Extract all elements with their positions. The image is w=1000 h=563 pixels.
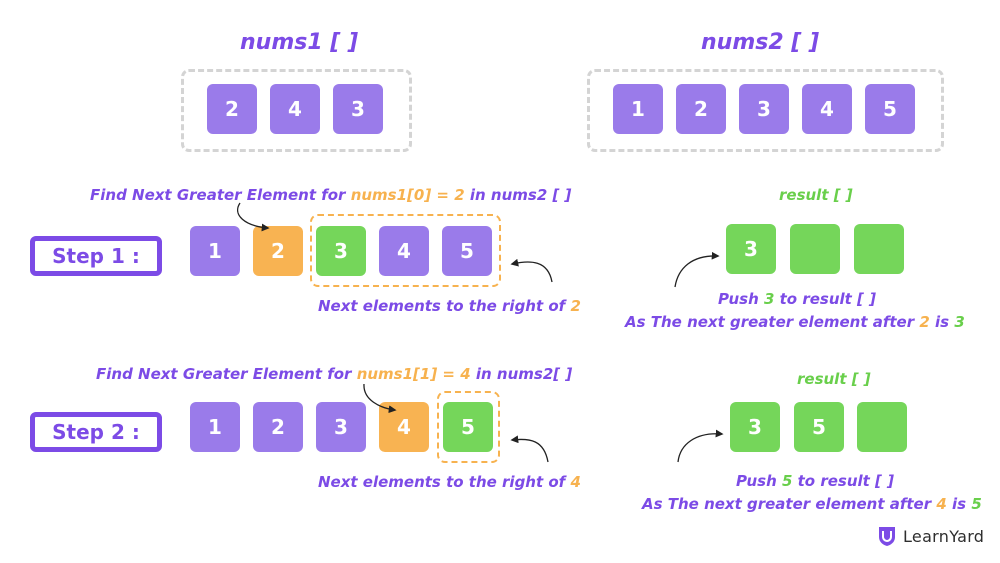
nums1-title: nums1 [ ] [240,30,359,55]
step2-cell: 5 [443,402,493,452]
step1-find-caption: Find Next Greater Element for nums1[0] =… [90,186,572,204]
step1-pointer-arrow [237,202,270,232]
step1-next-caption: Next elements to the right of 2 [318,297,581,315]
step1-result-arrow [674,251,720,288]
learnyard-logo: LearnYard [877,525,984,547]
step2-result-cell: 3 [730,402,780,452]
nums1-cell: 4 [270,84,320,134]
step2-result-arrow [677,429,724,463]
logo-text: LearnYard [903,526,985,546]
step1-push-caption: Push 3 to result [ ] [718,290,876,308]
step2-result-cell: 5 [794,402,844,452]
step2-cell: 1 [190,402,240,452]
step1-right-elements-box [310,214,501,287]
step1-result-title: result [ ] [779,186,853,204]
step1-result-cell [790,224,840,274]
nums1-container [181,69,412,152]
step1-cell: 4 [379,226,429,276]
step2-right-elements-box [437,391,500,463]
step1-cell: 5 [442,226,492,276]
step2-label: Step 2 : [30,412,162,452]
step2-explanation: As The next greater element after 4 is 5 [642,495,982,513]
nums2-cell: 1 [613,84,663,134]
nums2-cell: 2 [676,84,726,134]
step1-result-cell: 3 [726,224,776,274]
step2-result-title: result [ ] [797,370,871,388]
step2-current-cell: 4 [379,402,429,452]
nums1-cell: 2 [207,84,257,134]
step2-cell: 2 [253,402,303,452]
step1-cell: 3 [316,226,366,276]
step2-next-caption: Next elements to the right of 4 [318,473,581,491]
step1-current-cell: 2 [253,226,303,276]
nums2-title: nums2 [ ] [701,30,820,55]
step2-pointer-arrow [363,383,397,414]
step2-find-caption: Find Next Greater Element for nums1[1] =… [96,365,573,383]
step2-push-caption: Push 5 to result [ ] [736,472,894,490]
nums2-cell: 4 [802,84,852,134]
shield-logo-icon [879,527,895,546]
step1-explanation: As The next greater element after 2 is 3 [625,313,965,331]
nums1-cell: 3 [333,84,383,134]
step1-label: Step 1 : [30,236,162,276]
step1-right-arrow [510,258,553,283]
step2-result-cell [857,402,907,452]
nums2-cell: 5 [865,84,915,134]
nums2-container [587,69,944,152]
nums2-cell: 3 [739,84,789,134]
step1-result-cell [854,224,904,274]
step1-cell: 1 [190,226,240,276]
step2-right-arrow [510,435,549,463]
step2-cell: 3 [316,402,366,452]
